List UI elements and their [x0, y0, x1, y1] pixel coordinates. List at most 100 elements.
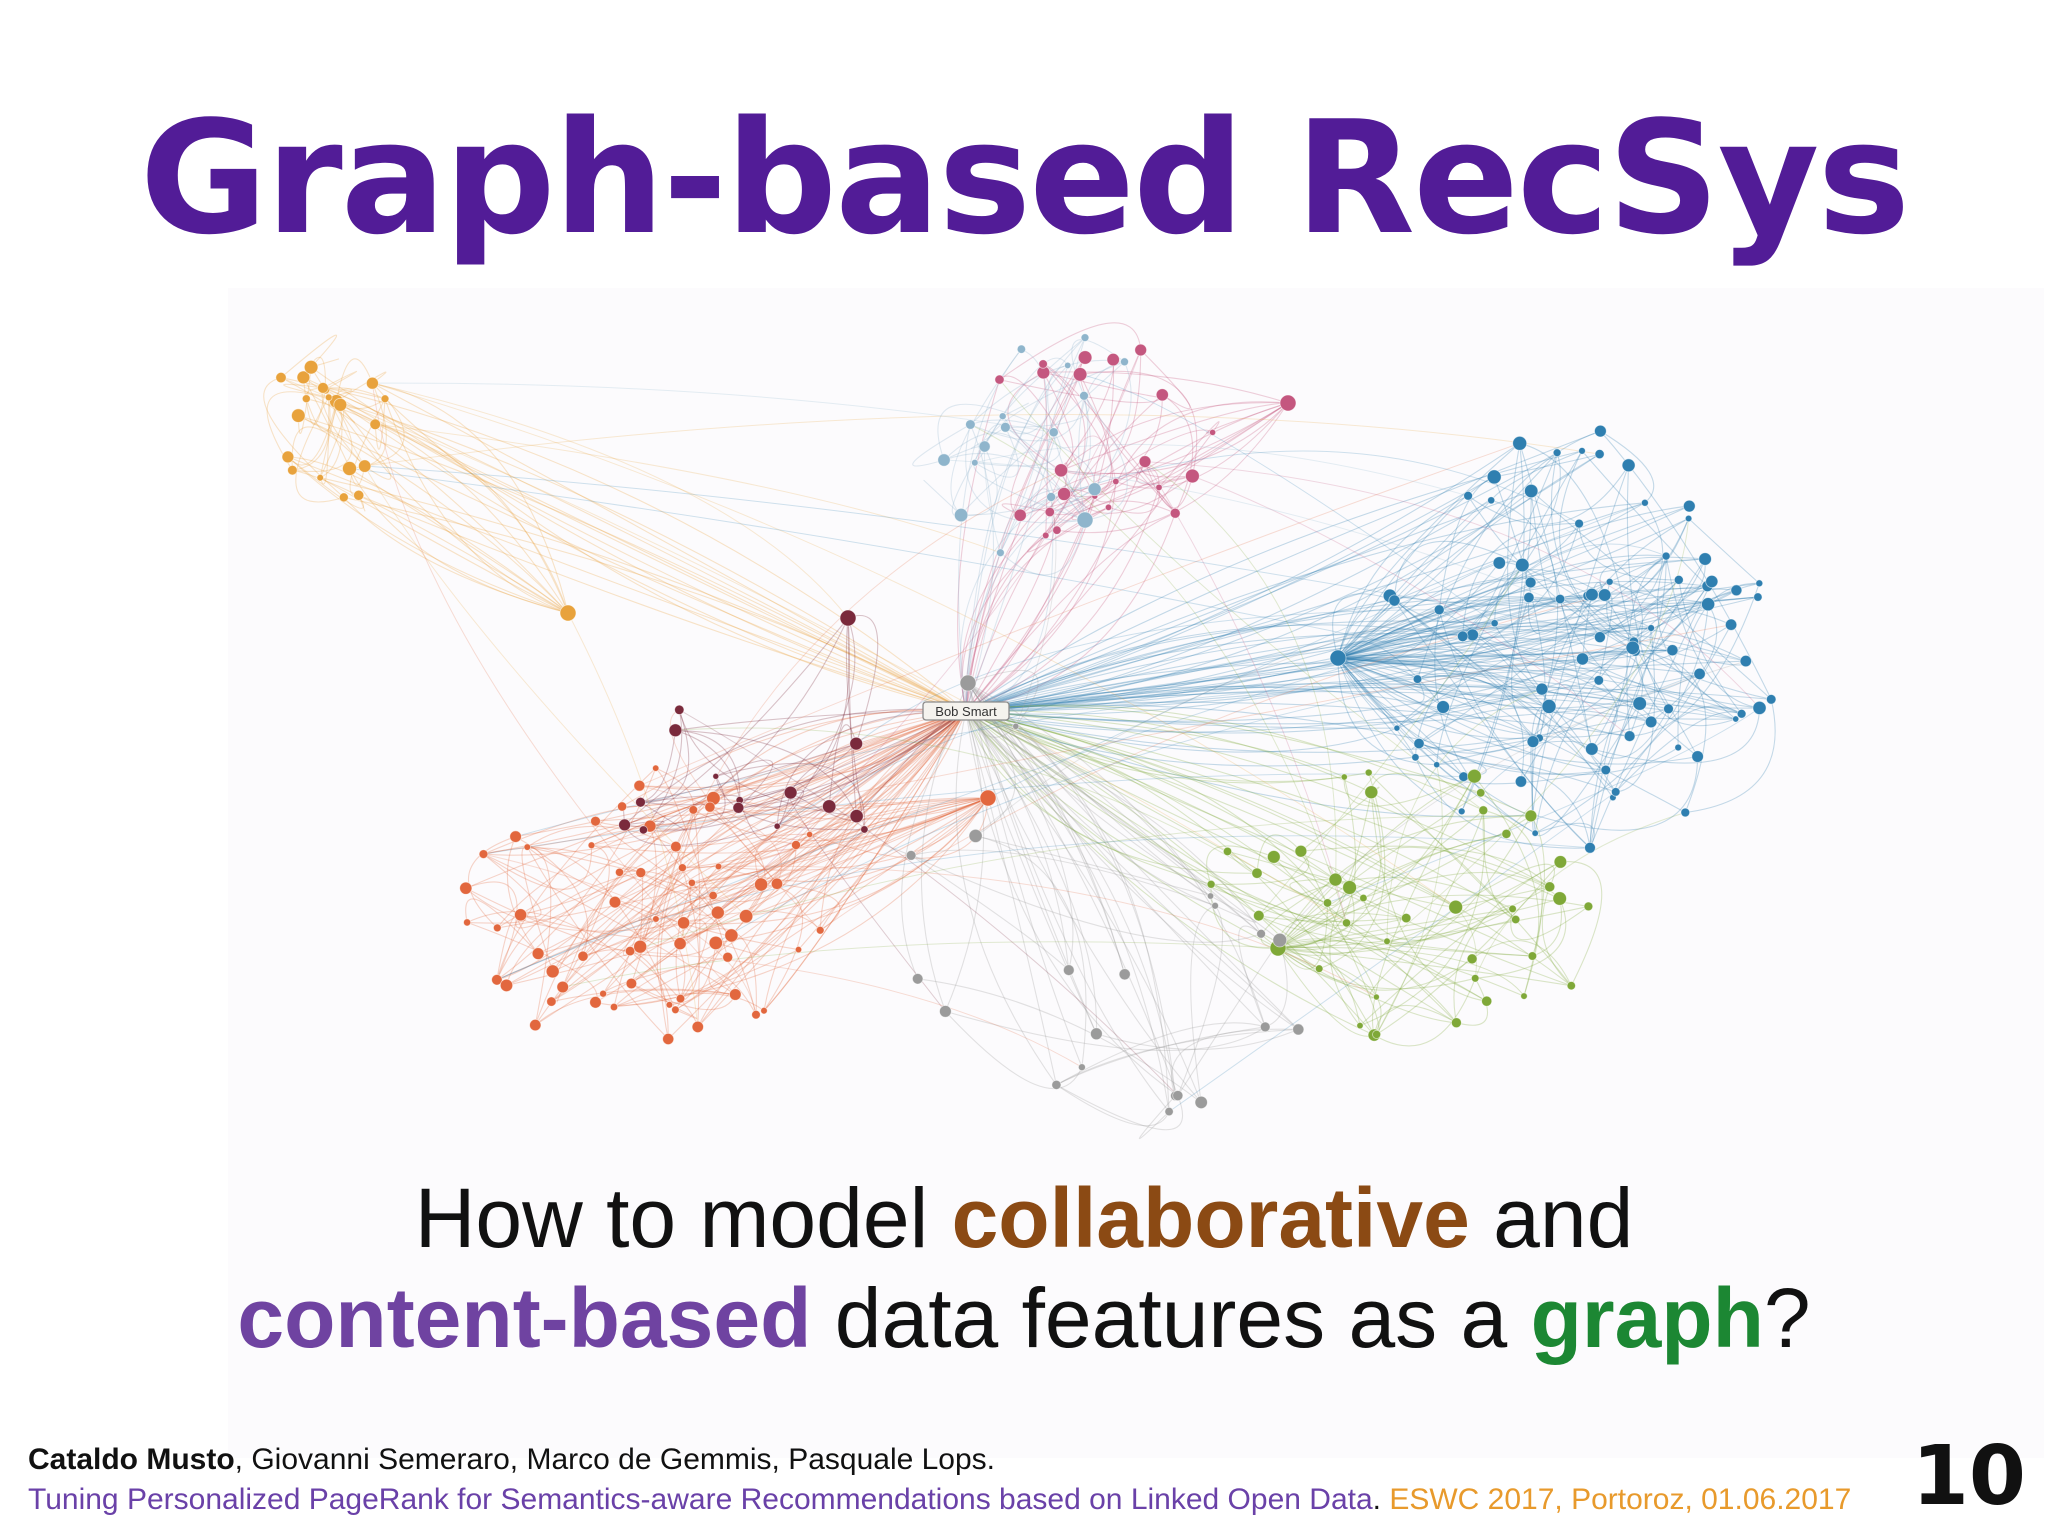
graph-edge [1094, 361, 1132, 490]
graph-edge [292, 469, 569, 614]
graph-edge [1337, 657, 1760, 709]
graph-edge [1258, 564, 1523, 917]
graph-edge [965, 337, 1086, 712]
graph-edge [1337, 523, 1580, 659]
graph-node [1292, 1023, 1305, 1036]
graph-node [1364, 785, 1379, 800]
graph-edge [1332, 593, 1395, 659]
graph-edge [591, 710, 967, 846]
graph-edge [1510, 905, 1589, 941]
graph-node [338, 492, 349, 503]
graph-node [1566, 981, 1576, 991]
graph-node [1576, 652, 1590, 666]
graph-edge [1523, 815, 1545, 997]
graph-node [1520, 992, 1528, 1000]
graph-edge [515, 710, 967, 838]
graph-edge [1337, 657, 1742, 715]
graph-edge [961, 446, 998, 517]
graph-edge [1359, 810, 1486, 1027]
graph-edge [340, 404, 967, 712]
graph-edge [965, 595, 1589, 712]
graph-edge [621, 709, 967, 807]
graph-edge [1389, 564, 1523, 624]
graph-edge [1177, 939, 1281, 1096]
graph-node [287, 464, 298, 476]
graph-edge [1394, 600, 1617, 793]
graph-edge [965, 649, 1673, 712]
graph-edge [965, 481, 1117, 712]
graph-node [1641, 498, 1649, 507]
graph-edge [1337, 555, 1667, 662]
graph-edge [483, 845, 593, 890]
graph-edge [614, 710, 967, 903]
graph-node [609, 1002, 619, 1012]
graph-edge [680, 710, 967, 1000]
graph-node [1523, 591, 1535, 604]
graph-edge [1063, 374, 1112, 498]
graph-edge [1135, 461, 1193, 485]
graph-edge [340, 404, 967, 712]
graph-edge [675, 710, 967, 848]
graph-edge [965, 688, 1543, 734]
graph-edge [1337, 499, 1492, 659]
graph-edge [965, 596, 1529, 712]
network-graph-image: Bob Smart [228, 288, 2044, 1458]
graph-edge [613, 965, 757, 1015]
graph-edge [1591, 708, 1669, 759]
graph-edge [1277, 908, 1513, 949]
graph-node [1048, 427, 1059, 438]
graph-edge [1144, 461, 1193, 509]
graph-edge [1599, 556, 1706, 596]
graph-node [773, 822, 781, 830]
graph-edge [776, 617, 856, 827]
graph-node [760, 1007, 768, 1015]
graph-edge [965, 710, 1533, 957]
graph-node [1531, 829, 1539, 837]
graph-edge [1083, 395, 1128, 521]
graph-edge [973, 462, 1086, 521]
graph-node [1555, 593, 1566, 605]
graph-edge [1337, 598, 1652, 659]
graph-edge [965, 710, 1457, 1024]
graph-edge [965, 710, 1398, 753]
graph-edge [1665, 556, 1760, 709]
graph-edge [1337, 657, 1607, 771]
graph-edge [1337, 561, 1523, 659]
graph-node [463, 918, 472, 927]
graph-edge [1260, 879, 1336, 949]
graph-edge [1615, 627, 1656, 793]
graph-node [358, 459, 372, 473]
graph-edge [965, 710, 1262, 935]
graph-edge [324, 389, 747, 917]
graph-edge [776, 710, 967, 885]
graph-edge [697, 710, 967, 1028]
graph-edge [640, 743, 857, 806]
graph-edge [967, 682, 1097, 1035]
graph-node [1253, 910, 1265, 922]
graph-node [499, 978, 514, 993]
graph-edge [1534, 604, 1709, 834]
graph-edge [1056, 1028, 1299, 1086]
graph-edge [975, 835, 1087, 1068]
graph-edge [1520, 650, 1636, 782]
graph-edge [287, 456, 569, 614]
graph-node [738, 909, 754, 924]
graph-node [514, 908, 528, 922]
graph-edge [582, 949, 669, 1040]
graph-node [1064, 361, 1072, 370]
graph-edge [1337, 579, 1680, 663]
graph-edge [1300, 845, 1551, 888]
graph-edge [945, 1010, 1266, 1051]
graph-edge [1144, 461, 1347, 924]
graph-edge [1507, 443, 1543, 690]
graph-edge [965, 710, 1212, 885]
graph-edge [1277, 887, 1355, 951]
graph-edge [582, 797, 989, 957]
graph-edge [847, 615, 879, 744]
graph-edge [965, 710, 1372, 793]
graph-edge [1337, 579, 1680, 659]
graph-edge [515, 836, 589, 957]
graph-edge [319, 397, 330, 485]
graph-edge [384, 398, 569, 614]
collaborative-term: collaborative [951, 1171, 1470, 1265]
